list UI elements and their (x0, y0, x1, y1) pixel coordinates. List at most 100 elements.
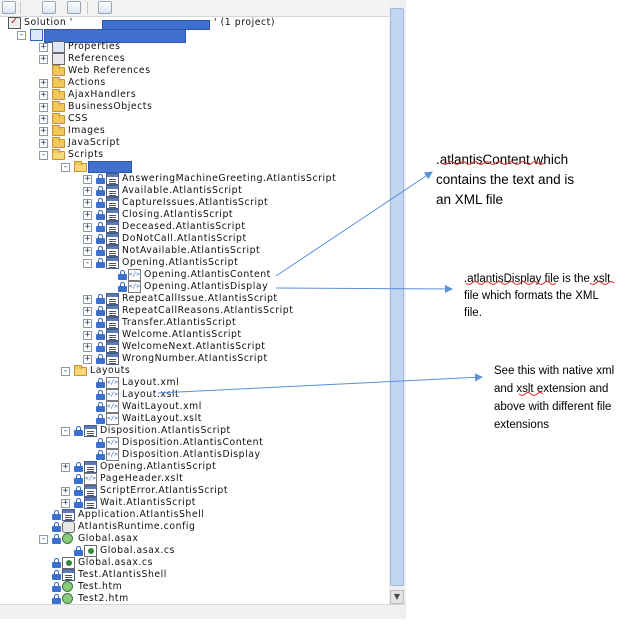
tree-node[interactable]: Opening.AtlantisDisplay (0, 281, 388, 293)
collapse-icon[interactable]: - (39, 150, 48, 160)
tree-node[interactable]: +Closing.AtlantisScript (0, 209, 388, 221)
tree-node[interactable]: Global.asax.cs (0, 557, 388, 569)
tree-node[interactable]: Layout.xslt (0, 389, 388, 401)
tree-node[interactable]: +ScriptError.AtlantisScript (0, 485, 388, 497)
expand-icon[interactable]: + (39, 90, 48, 100)
expand-icon[interactable]: + (83, 222, 92, 232)
tree-node[interactable]: - (0, 161, 388, 173)
expand-icon[interactable]: + (83, 342, 92, 352)
tree-node[interactable]: +WelcomeNext.AtlantisScript (0, 341, 388, 353)
tree-node[interactable]: -Disposition.AtlantisScript (0, 425, 388, 437)
tree-node[interactable]: Web References (0, 65, 388, 77)
expand-icon[interactable]: + (83, 174, 92, 184)
expand-icon[interactable]: + (61, 462, 70, 472)
tree-node[interactable]: +References (0, 53, 388, 65)
tree-node[interactable]: -Global.asax (0, 533, 388, 545)
script-icon (106, 329, 119, 341)
expand-icon[interactable]: + (39, 102, 48, 112)
tree-node[interactable]: +Deceased.AtlantisScript (0, 221, 388, 233)
collapse-icon[interactable]: - (61, 162, 70, 172)
expand-icon[interactable]: + (83, 234, 92, 244)
script-icon (106, 293, 119, 305)
annotation-line: .atlantisContent which (436, 152, 569, 167)
expand-icon[interactable]: + (83, 318, 92, 328)
expand-icon[interactable]: + (39, 138, 48, 148)
tree-node[interactable]: + AjaxHandlers (0, 89, 388, 101)
tree-node[interactable]: -Opening.AtlantisScript (0, 257, 388, 269)
expand-icon[interactable]: + (83, 186, 92, 196)
tree-node[interactable]: +Transfer.AtlantisScript (0, 317, 388, 329)
tree-node[interactable]: Opening.AtlantisContent (0, 269, 388, 281)
collapse-icon[interactable]: - (61, 426, 70, 436)
expand-icon[interactable]: + (83, 306, 92, 316)
refresh-icon[interactable] (67, 1, 81, 14)
tree-node[interactable]: Global.asax.cs (0, 545, 388, 557)
tree-node[interactable]: Solution '' (1 project) (0, 16, 388, 30)
folder-open-icon (52, 149, 65, 160)
scroll-down-arrow-icon[interactable]: ▼ (390, 590, 404, 604)
script-icon (106, 257, 119, 269)
tree-node[interactable]: +Available.AtlantisScript (0, 185, 388, 197)
collapse-icon[interactable]: - (61, 366, 70, 376)
tree-node[interactable]: WaitLayout.xslt (0, 413, 388, 425)
expand-icon[interactable]: + (39, 114, 48, 124)
lock-icon (74, 474, 83, 484)
tree-node[interactable]: +Images (0, 125, 388, 137)
tree-node[interactable]: +Actions (0, 77, 388, 89)
collapse-icon[interactable]: - (39, 534, 48, 544)
tree-node[interactable]: -Scripts (0, 149, 388, 161)
expand-icon[interactable]: + (39, 42, 48, 52)
tree-node[interactable]: -Layouts (0, 365, 388, 377)
tree-node[interactable]: +JavaScript (0, 137, 388, 149)
tree-node[interactable]: WaitLayout.xml (0, 401, 388, 413)
expand-icon[interactable]: + (39, 126, 48, 136)
annotation-line: file. (464, 307, 482, 319)
tree-node[interactable]: Test.AtlantisShell (0, 569, 388, 581)
tree-node[interactable]: +Opening.AtlantisScript (0, 461, 388, 473)
tree-node[interactable]: +Welcome.AtlantisScript (0, 329, 388, 341)
scroll-thumb[interactable] (390, 8, 404, 586)
tree-node[interactable]: +Properties (0, 41, 388, 53)
show-all-files-icon[interactable] (42, 1, 56, 14)
properties-icon[interactable] (2, 1, 16, 14)
vertical-scrollbar[interactable]: ▼ (389, 0, 406, 604)
tree-node[interactable]: Test.htm (0, 581, 388, 593)
expand-icon[interactable]: + (83, 246, 92, 256)
tree-node[interactable]: +CaptureIssues.AtlantisScript (0, 197, 388, 209)
tree-node[interactable]: - (0, 29, 388, 43)
tree-node[interactable]: Disposition.AtlantisDisplay (0, 449, 388, 461)
expand-icon[interactable]: + (83, 294, 92, 304)
expand-icon[interactable]: + (39, 78, 48, 88)
expand-icon[interactable]: + (61, 498, 70, 508)
expand-icon[interactable]: + (39, 54, 48, 64)
tree-node[interactable]: Disposition.AtlantisContent (0, 437, 388, 449)
folder-icon (52, 113, 65, 124)
expand-icon[interactable]: + (83, 210, 92, 220)
tree-node-label: AjaxHandlers (68, 89, 137, 100)
tree-node[interactable]: +RepeatCallIssue.AtlantisScript (0, 293, 388, 305)
tree-node[interactable]: +Wait.AtlantisScript (0, 497, 388, 509)
tree-node[interactable]: Layout.xml (0, 377, 388, 389)
tree-node[interactable]: +CSS (0, 113, 388, 125)
expand-icon[interactable]: + (83, 330, 92, 340)
tree-node[interactable]: +AnsweringMachineGreeting.AtlantisScript (0, 173, 388, 185)
lock-icon (74, 486, 83, 496)
tree-node[interactable]: +WrongNumber.AtlantisScript (0, 353, 388, 365)
collapse-icon[interactable]: - (17, 30, 26, 40)
expand-icon[interactable]: + (61, 486, 70, 496)
expand-icon[interactable]: + (83, 354, 92, 364)
lock-icon (96, 390, 105, 400)
tree-node[interactable]: +DoNotCall.AtlantisScript (0, 233, 388, 245)
horizontal-scrollbar[interactable] (0, 604, 406, 619)
view-class-diagram-icon[interactable] (98, 1, 112, 14)
collapse-icon[interactable]: - (83, 258, 92, 268)
tree-node[interactable]: +RepeatCallReasons.AtlantisScript (0, 305, 388, 317)
tree-node[interactable]: +BusinessObjects (0, 101, 388, 113)
lock-icon (118, 270, 127, 280)
tree-node[interactable]: PageHeader.xslt (0, 473, 388, 485)
tree-node[interactable]: Test2.htm (0, 593, 388, 605)
expand-icon[interactable]: + (83, 198, 92, 208)
tree-node[interactable]: AtlantisRuntime.config (0, 521, 388, 533)
tree-node[interactable]: Application.AtlantisShell (0, 509, 388, 521)
tree-node[interactable]: +NotAvailable.AtlantisScript (0, 245, 388, 257)
